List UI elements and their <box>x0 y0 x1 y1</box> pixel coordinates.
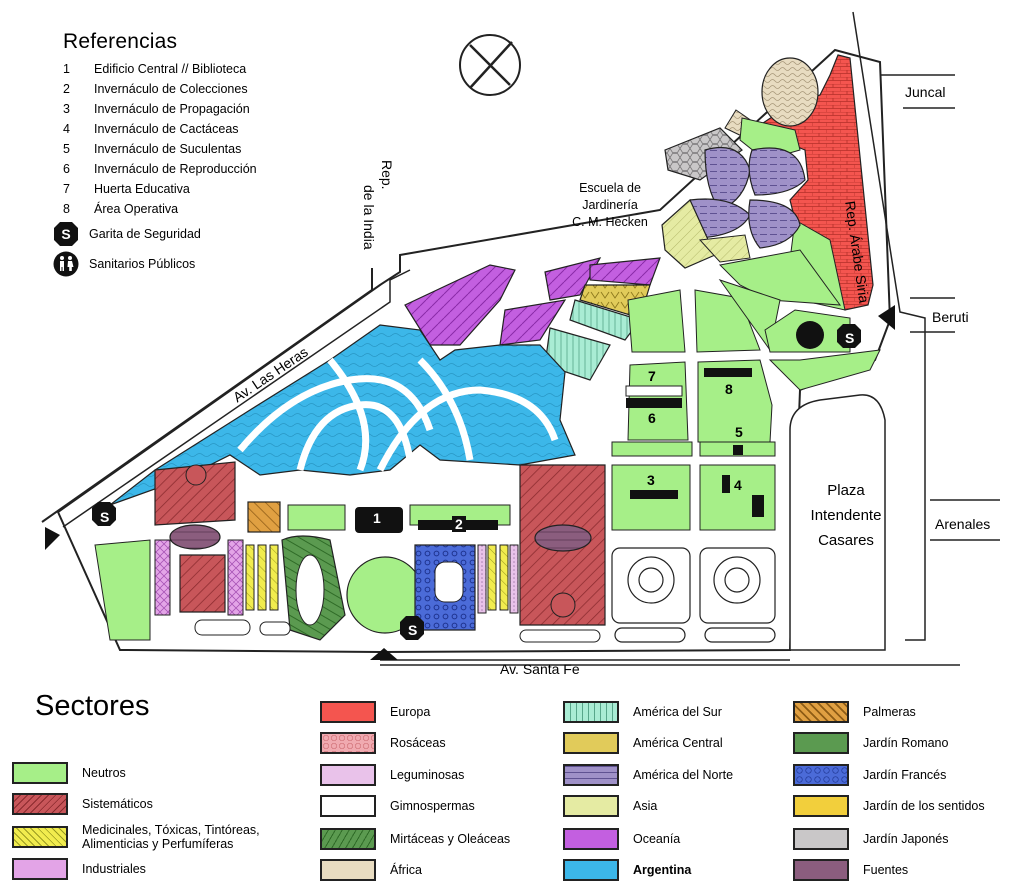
legend-item: Industriales <box>12 858 146 880</box>
swatch <box>320 732 376 754</box>
building-label: 2 <box>452 516 466 532</box>
swatch <box>793 859 849 881</box>
legend-item: Neutros <box>12 762 126 784</box>
legend-item: África <box>320 859 422 881</box>
swatch <box>12 762 68 784</box>
legend-item: Jardín de los sentidos <box>793 795 985 817</box>
building-label: 5 <box>735 424 743 440</box>
legend-item: Medicinales, Tóxicas, Tintóreas,Alimenti… <box>12 823 260 851</box>
toilets-legend: Sanitarios Públicos <box>53 249 257 279</box>
legend-item: Asia <box>563 795 657 817</box>
legend-item: Oceanía <box>563 828 680 850</box>
legend-item: Sistemáticos <box>12 793 153 815</box>
legend-item: Europa <box>320 701 430 723</box>
legend-item: Mirtáceas y Oleáceas <box>320 828 510 850</box>
security-booth-icon <box>837 324 861 348</box>
street-arenales: Arenales <box>935 516 991 532</box>
security-booth-icon <box>400 616 424 640</box>
legend-item: Argentina <box>563 859 691 881</box>
swatch <box>320 795 376 817</box>
swatch <box>320 764 376 786</box>
legend-item: Fuentes <box>793 859 908 881</box>
legend-item: Jardín Romano <box>793 732 948 754</box>
swatch <box>320 701 376 723</box>
swatch <box>793 828 849 850</box>
swatch <box>563 859 619 881</box>
legend-item: Palmeras <box>793 701 916 723</box>
street-beruti: Beruti <box>932 309 969 325</box>
legend-item: Jardín Japonés <box>793 828 948 850</box>
compass-icon <box>459 34 521 96</box>
swatch <box>563 828 619 850</box>
swatch <box>563 732 619 754</box>
swatch <box>793 795 849 817</box>
swatch <box>320 859 376 881</box>
security-symbol-label: S <box>845 330 855 346</box>
legend-item: Leguminosas <box>320 764 464 786</box>
building-label: 1 <box>373 510 381 526</box>
references-title: Referencias <box>63 30 178 53</box>
legend-item: América Central <box>563 732 723 754</box>
swatch <box>793 764 849 786</box>
swatch <box>563 701 619 723</box>
swatch <box>563 795 619 817</box>
building-label: 7 <box>648 368 656 384</box>
swatch <box>320 828 376 850</box>
street-santa-fe: Av. Santa Fe <box>500 661 580 677</box>
security-symbol-label: S <box>100 509 110 525</box>
swatch <box>793 701 849 723</box>
building-label: 8 <box>725 381 733 397</box>
security-booth-icon: S <box>54 222 78 246</box>
building-label: 3 <box>647 472 655 488</box>
street-rep-india-line2: de la India <box>361 185 377 250</box>
security-symbol-label: S <box>408 622 418 638</box>
legend-item: Rosáceas <box>320 732 446 754</box>
legend-item: Gimnospermas <box>320 795 475 817</box>
sectors-title: Sectores <box>35 690 150 722</box>
swatch <box>793 732 849 754</box>
security-legend: S Garita de Seguridad <box>53 219 257 249</box>
security-booth-icon <box>92 502 116 526</box>
building-label: 6 <box>648 410 656 426</box>
swatch <box>12 858 68 880</box>
street-juncal: Juncal <box>905 84 946 100</box>
swatch <box>563 764 619 786</box>
building-label: 4 <box>734 477 742 493</box>
toilets-icon <box>796 321 824 349</box>
swatch <box>12 826 68 848</box>
legend-item: Jardín Francés <box>793 764 946 786</box>
street-rep-india-line1: Rep. <box>379 160 395 190</box>
toilets-icon <box>53 251 79 277</box>
legend-item: América del Sur <box>563 701 722 723</box>
legend-item: América del Norte <box>563 764 733 786</box>
svg-text:S: S <box>61 226 70 242</box>
swatch <box>12 793 68 815</box>
